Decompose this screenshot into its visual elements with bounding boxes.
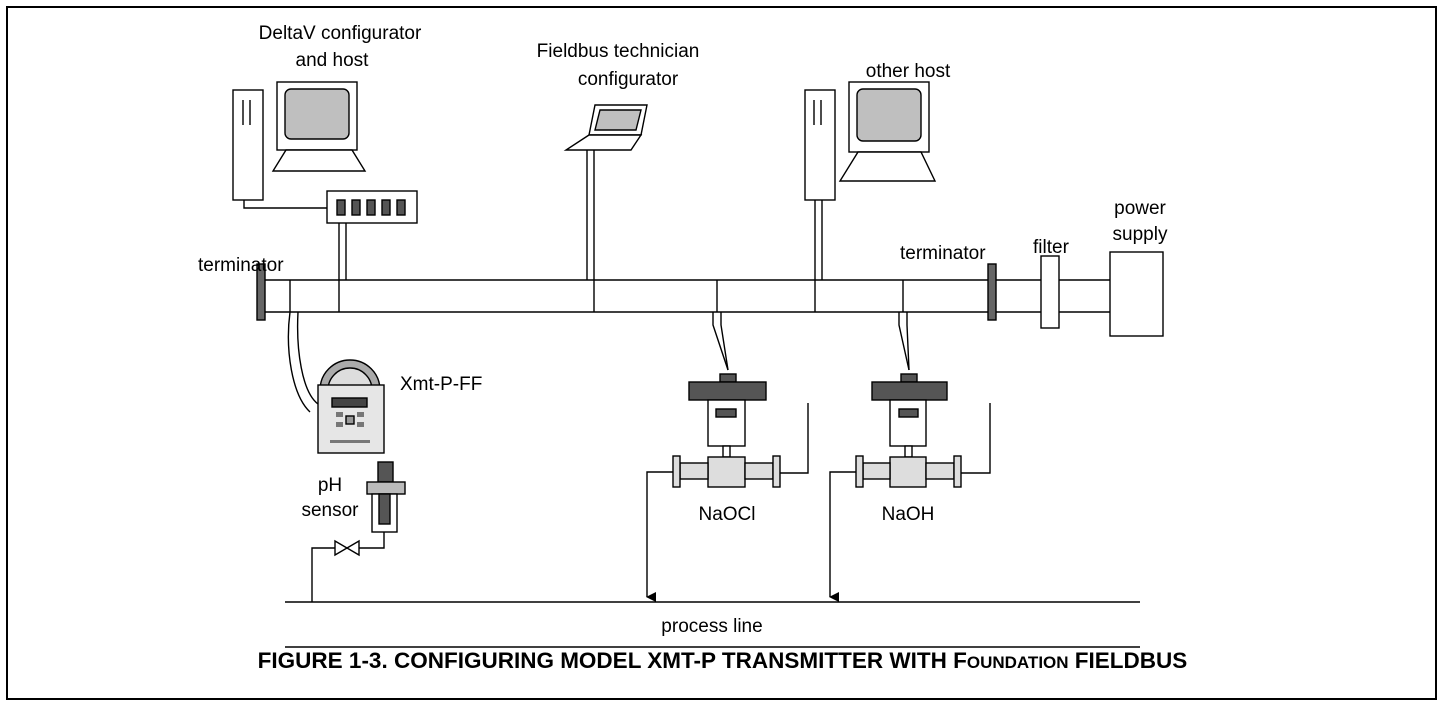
xmt-p-ff-transmitter-icon bbox=[287, 311, 385, 454]
technician-label-line1: Fieldbus technician bbox=[537, 41, 700, 62]
ph-sensor-label-line1: pH bbox=[318, 475, 342, 496]
filter-label: filter bbox=[1033, 237, 1070, 258]
deltav-label-line2: and host bbox=[296, 50, 370, 71]
deltav-controller-icon bbox=[243, 190, 418, 280]
power-supply-label-line2: supply bbox=[1113, 224, 1168, 245]
deltav-monitor-icon bbox=[271, 81, 367, 172]
process-line-label: process line bbox=[661, 616, 762, 637]
terminator-right-label: terminator bbox=[900, 243, 986, 264]
terminator-left bbox=[256, 263, 266, 321]
power-supply-block bbox=[1109, 251, 1164, 337]
other-host-monitor-icon bbox=[838, 81, 937, 182]
other-host-tower-icon bbox=[804, 89, 836, 280]
laptop-icon bbox=[563, 104, 648, 280]
power-supply-label-line1: power bbox=[1114, 198, 1166, 219]
naoh-label: NaOH bbox=[882, 504, 935, 525]
terminator-left-label: terminator bbox=[198, 255, 284, 276]
naocl-label: NaOCl bbox=[698, 504, 755, 525]
caption-end: FIELDBUS bbox=[1068, 648, 1188, 673]
caption-main: FIGURE 1-3. CONFIGURING MODEL XMT-P TRAN… bbox=[257, 648, 954, 673]
naoh-valve-icon bbox=[829, 312, 991, 602]
caption-foundation-initial: F bbox=[953, 648, 967, 673]
xmt-label: Xmt-P-FF bbox=[400, 374, 482, 395]
ph-sensor-icon bbox=[311, 461, 406, 602]
technician-label-line2: configurator bbox=[578, 69, 679, 90]
ph-sensor-label-line2: sensor bbox=[301, 500, 359, 521]
figure-frame bbox=[6, 6, 1437, 700]
terminator-right bbox=[987, 263, 997, 321]
diagram-labels: DeltaV configurator and host Fieldbus te… bbox=[198, 23, 1168, 637]
fieldbus-trunk bbox=[262, 279, 1110, 313]
caption-foundation-rest: OUNDATION bbox=[966, 653, 1069, 672]
other-host-label: other host bbox=[866, 61, 951, 82]
naocl-valve-icon bbox=[646, 312, 809, 602]
deltav-tower-icon bbox=[232, 89, 264, 201]
filter-block bbox=[1040, 255, 1060, 329]
figure-caption: FIGURE 1-3. CONFIGURING MODEL XMT-P TRAN… bbox=[0, 648, 1445, 674]
deltav-label-line1: DeltaV configurator bbox=[259, 23, 422, 44]
